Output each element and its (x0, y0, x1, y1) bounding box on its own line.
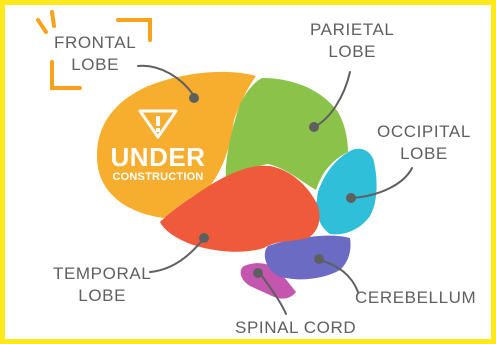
spinal-marker (253, 268, 263, 278)
cerebellum-label: CEREBELLUM (355, 287, 476, 309)
temporal-marker (199, 233, 209, 243)
spinal-cord-label: SPINAL CORD (235, 317, 356, 339)
under-label: UNDER (111, 142, 206, 172)
construction-label: CONSTRUCTION (112, 171, 203, 183)
occipital-lobe-label: OCCIPITAL LOBE (377, 121, 471, 165)
cerebellum-marker (314, 254, 324, 264)
frontal-lobe-label: FRONTAL LOBE (54, 32, 136, 76)
parietal-marker (309, 122, 319, 132)
parietal-lobe-label: PARIETAL LOBE (310, 19, 394, 63)
occipital-marker (346, 193, 356, 203)
frontal-marker (189, 93, 199, 103)
temporal-lobe-label: TEMPORAL LOBE (53, 263, 151, 307)
